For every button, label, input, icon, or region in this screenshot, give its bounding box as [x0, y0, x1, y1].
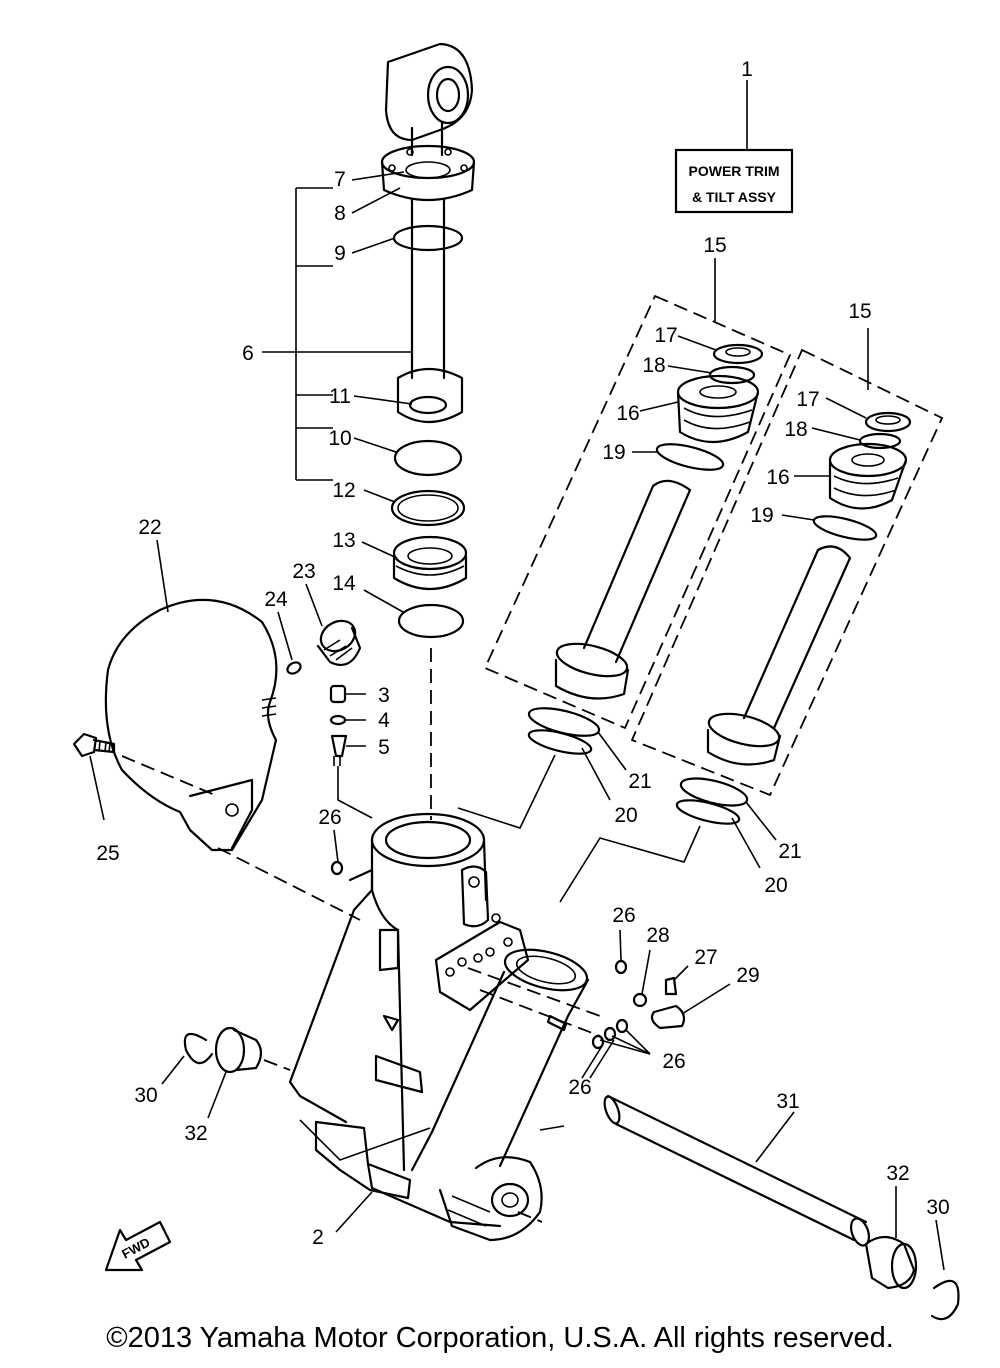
callout-19-right: 19 [750, 504, 773, 527]
tilt-rod-assembly [262, 42, 476, 820]
callout-32-left: 32 [184, 1122, 207, 1145]
callout-8: 8 [334, 202, 346, 225]
callout-19-left: 19 [602, 441, 625, 464]
callout-5: 5 [378, 736, 390, 759]
o-rings-20-21 [457, 707, 777, 903]
callout-26-a: 26 [318, 806, 341, 829]
callout-30-left: 30 [134, 1084, 157, 1107]
callout-29: 29 [736, 964, 759, 987]
trim-cylinder-assembly-left [483, 258, 792, 730]
main-housing [217, 812, 601, 1242]
callout-16-right: 16 [766, 466, 789, 489]
callout-26-d: 26 [568, 1076, 591, 1099]
callout-28: 28 [646, 924, 669, 947]
callout-24: 24 [264, 588, 288, 611]
label-box-line1: POWER TRIM [689, 163, 780, 179]
callout-4: 4 [378, 709, 390, 732]
callout-2: 2 [312, 1226, 324, 1249]
callout-7: 7 [334, 168, 346, 191]
callout-11: 11 [329, 385, 351, 408]
callout-13: 13 [332, 529, 355, 552]
callout-23: 23 [292, 560, 315, 583]
callout-22: 22 [138, 516, 161, 539]
cover-and-fasteners [72, 539, 362, 852]
callout-15-right: 15 [848, 300, 871, 323]
fwd-arrow: FWD [104, 1220, 172, 1272]
callout-numbers: 1 2 3 4 5 6 7 8 9 10 11 12 13 14 15 15 1… [96, 58, 949, 1249]
callout-6: 6 [242, 342, 254, 365]
callout-21-left: 21 [628, 770, 651, 793]
callout-32-right: 32 [886, 1162, 909, 1185]
label-box-line2: & TILT ASSY [692, 189, 777, 205]
callout-10: 10 [328, 427, 351, 450]
callout-9: 9 [334, 242, 346, 265]
callout-17-left: 17 [654, 324, 677, 347]
callout-20-left: 20 [614, 804, 637, 827]
callout-30-right: 30 [926, 1196, 949, 1219]
parts-3-4-5 [329, 684, 373, 819]
callout-16-left: 16 [616, 402, 639, 425]
callout-18-right: 18 [784, 418, 807, 441]
callout-18-left: 18 [642, 354, 665, 377]
small-parts-26-29 [330, 829, 731, 1079]
callout-20-right: 20 [764, 874, 787, 897]
callout-26-b: 26 [612, 904, 635, 927]
copyright-notice: ©2013 Yamaha Motor Corporation, U.S.A. A… [106, 1322, 894, 1354]
callout-27: 27 [694, 946, 717, 969]
assembly-label-box: POWER TRIM & TILT ASSY [674, 80, 794, 214]
callout-26-c: 26 [662, 1050, 685, 1073]
callout-25: 25 [96, 842, 119, 865]
callout-3: 3 [378, 684, 390, 707]
trim-cylinder-assembly-right [630, 328, 944, 797]
tilt-pin-parts [161, 1026, 960, 1321]
callout-1: 1 [741, 58, 753, 81]
callout-15-left: 15 [703, 234, 726, 257]
callout-17-right: 17 [796, 388, 819, 411]
callout-31: 31 [776, 1090, 799, 1113]
callout-12: 12 [332, 479, 355, 502]
callout-14: 14 [332, 572, 356, 595]
callout-21-right: 21 [778, 840, 801, 863]
